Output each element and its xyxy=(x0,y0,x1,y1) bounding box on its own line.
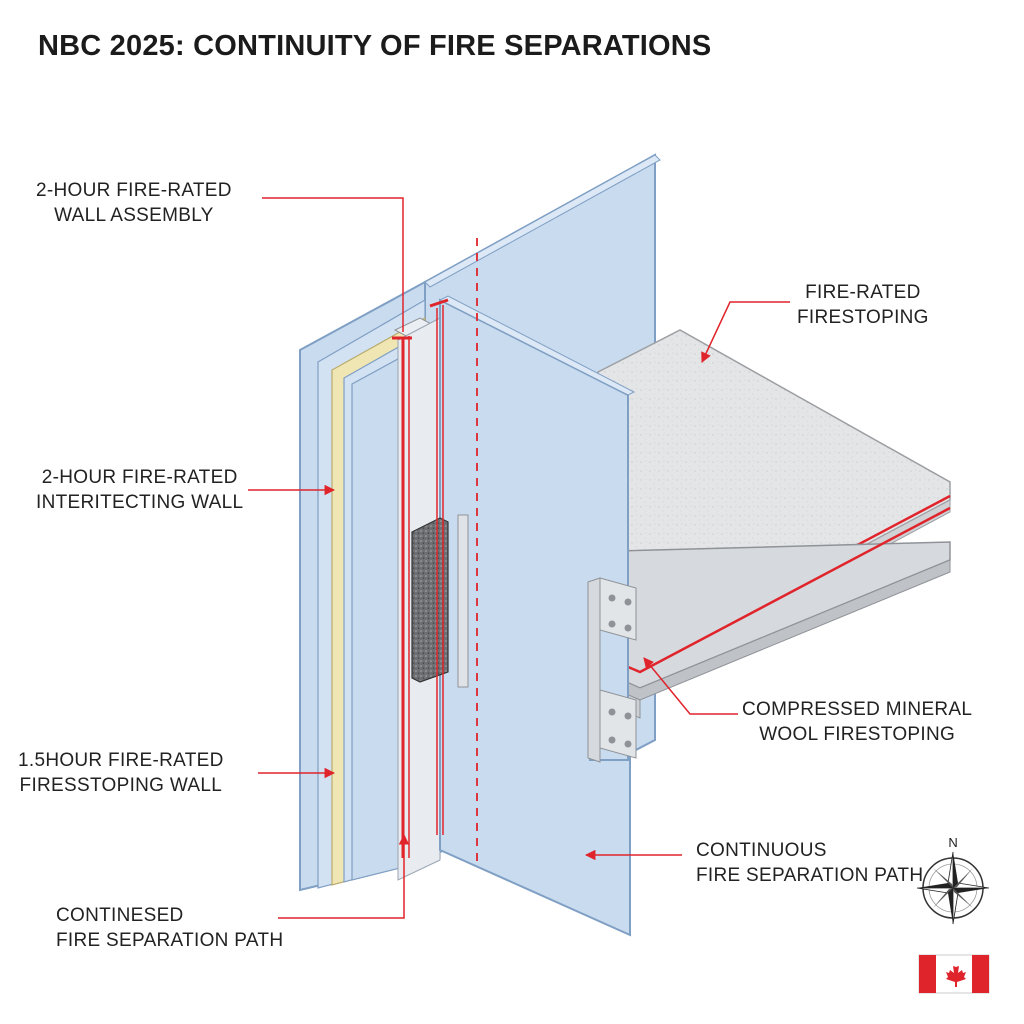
label-continuous-path: CONTINUOUS FIRE SEPARATION PATH xyxy=(696,840,924,886)
diagram-title: NBC 2025: CONTINUITY OF FIRE SEPARATIONS xyxy=(38,30,712,62)
mineral-wool-block xyxy=(411,517,449,683)
label-contined-path: CONTINESED FIRE SEPARATION PATH xyxy=(56,905,284,951)
label-intersecting-wall: 2-HOUR FIRE-RATED INTERITECTING WALL xyxy=(36,467,244,513)
label-mineral-wool-firestoping: COMPRESSED MINERAL WOOL FIRESTOPING xyxy=(742,699,973,745)
label-wall-assembly: 2-HOUR FIRE-RATED WALL ASSEMBLY xyxy=(36,180,232,226)
front-wall-panel xyxy=(438,295,636,937)
label-fire-rated-firestoping: FIRE-RATED FIRESTOPING xyxy=(797,282,929,328)
canada-flag-icon xyxy=(918,954,990,994)
compass-north-label: N xyxy=(948,835,957,850)
compass-rose-icon: N xyxy=(916,835,990,925)
fire-separation-lines xyxy=(392,238,478,862)
callout-leaders xyxy=(248,197,790,919)
label-firesstoping-wall: 1.5HOUR FIRE-RATED FIRESSTOPING WALL xyxy=(18,750,224,796)
steel-brackets xyxy=(457,514,637,763)
